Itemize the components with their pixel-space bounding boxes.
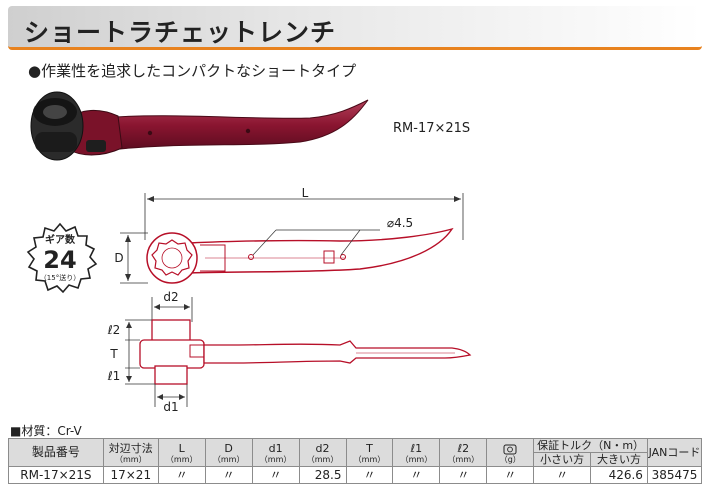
side-socket-top <box>151 319 191 343</box>
side-handle <box>203 340 472 364</box>
table-row: RM-17×21S 17×21 〃 〃 〃 28.5 〃 〃 〃 〃 〃 426… <box>8 466 703 484</box>
top-view-hole <box>340 254 346 260</box>
th-d2: d2（mm） <box>298 438 347 467</box>
ratchet-lever <box>86 140 106 152</box>
top-view-hole <box>248 254 254 260</box>
label-l1: ℓ1 <box>107 369 121 383</box>
label-T: T <box>109 347 118 361</box>
spec-table: 製品番号 対辺寸法（mm） L（mm） D（mm） d1（mm） d2（mm） … <box>8 438 703 484</box>
cell-width-across: 17×21 <box>102 466 159 484</box>
badge-number: 24 <box>43 246 76 274</box>
cell-d2: 28.5 <box>298 466 347 484</box>
th-l1: ℓ1（mm） <box>392 438 441 467</box>
handle-hole <box>245 128 251 134</box>
th-l2: ℓ2（mm） <box>439 438 488 467</box>
label-L: L <box>302 186 309 200</box>
badge-bottom: （15°送り） <box>40 273 80 282</box>
th-jan: JANコード <box>646 438 703 467</box>
product-photo <box>30 91 369 161</box>
material-label: ■材質：Cr-V <box>10 424 82 438</box>
badge-top: ギア数 <box>45 233 76 246</box>
top-view-head <box>146 232 198 284</box>
cell-l2: 〃 <box>439 466 488 484</box>
th-torque: 保証トルク（N・m） <box>533 438 648 453</box>
top-view-handle <box>189 227 454 274</box>
cell-T: 〃 <box>345 466 394 484</box>
table-subheader-row: 小さい方 大きい方 <box>9 452 702 467</box>
th-width-across: 対辺寸法（mm） <box>102 438 159 467</box>
wrench-handle <box>99 99 369 151</box>
side-body <box>139 339 205 369</box>
scale-icon <box>503 444 517 454</box>
side-socket-bottom <box>154 365 188 385</box>
label-d2: d2 <box>163 290 178 304</box>
th-L: L（mm） <box>157 438 206 467</box>
th-torque-large: 大きい方 <box>590 452 648 467</box>
gear-badge: ギア数 24 （15°送り） <box>26 222 98 294</box>
model-label: RM-17×21S <box>393 121 471 136</box>
label-hole: ⌀4.5 <box>387 216 413 230</box>
cell-product-no: RM-17×21S <box>8 466 104 484</box>
cell-torque-large: 426.6 <box>590 466 648 484</box>
cell-torque-small: 〃 <box>533 466 592 484</box>
cell-d1: 〃 <box>251 466 300 484</box>
th-torque-small: 小さい方 <box>533 452 592 467</box>
th-product-no: 製品番号 <box>8 438 104 467</box>
feature-bullet: ●作業性を追求したコンパクトなショートタイプ <box>28 62 357 80</box>
top-view-socket <box>151 239 193 276</box>
th-weight: （g） <box>486 438 535 467</box>
page-title: ショートラチェットレンチ <box>24 18 337 47</box>
th-T: T（mm） <box>345 438 394 467</box>
th-d1: d1（mm） <box>251 438 300 467</box>
cell-weight: 〃 <box>486 466 535 484</box>
cell-l1: 〃 <box>392 466 441 484</box>
socket-hole <box>43 105 67 119</box>
cell-jan: 385475 <box>646 466 703 484</box>
socket-ring <box>35 132 77 152</box>
label-D: D <box>114 251 123 265</box>
table-header-row: 製品番号 対辺寸法（mm） L（mm） D（mm） d1（mm） d2（mm） … <box>8 438 703 467</box>
label-d1: d1 <box>163 400 178 414</box>
label-l2: ℓ2 <box>107 323 121 337</box>
handle-hole <box>147 130 153 136</box>
cell-D: 〃 <box>204 466 253 484</box>
cell-L: 〃 <box>157 466 206 484</box>
title-bar: ショートラチェットレンチ <box>8 6 702 50</box>
th-D: D（mm） <box>204 438 253 467</box>
dimension-diagram: L D ⌀4.5 d2 ℓ2 T ℓ1 d1 <box>107 186 472 414</box>
